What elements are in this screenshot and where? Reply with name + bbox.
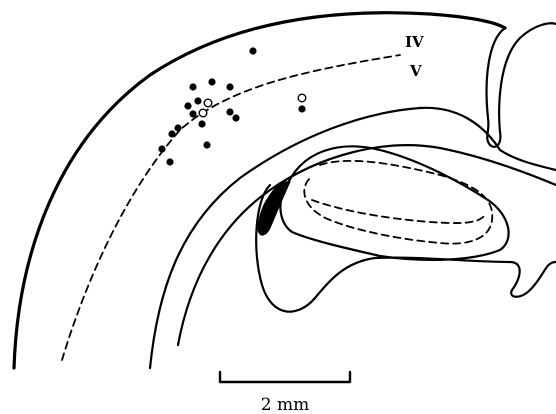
midline-fissure — [487, 23, 556, 146]
filled-cell-marker — [168, 130, 175, 137]
scale-bar-label: 2 mm — [261, 395, 309, 414]
filled-cell-marker — [226, 83, 233, 90]
filled-cell-marker — [232, 114, 239, 121]
open-cell-marker — [204, 99, 212, 107]
filled-cell-marker — [249, 47, 256, 54]
filled-cell-marker — [226, 108, 233, 115]
open-cell-marker — [199, 109, 207, 117]
filled-cell-marker — [189, 110, 196, 117]
lesion-area — [258, 182, 290, 235]
cortex-inner-boundary — [150, 108, 500, 368]
layer-boundary-dashed — [62, 55, 400, 360]
filled-cell-marker — [184, 102, 191, 109]
filled-cell-marker — [189, 83, 196, 90]
internal-capsule-dashed-inner — [312, 200, 485, 223]
filled-cell-marker — [174, 124, 181, 131]
cortex-outer-surface — [14, 13, 505, 368]
layer-iv-label: IV — [405, 33, 424, 51]
filled-cell-marker — [198, 120, 205, 127]
filled-cell-marker — [166, 158, 173, 165]
internal-capsule-dashed — [304, 161, 492, 244]
open-cell-marker — [298, 94, 306, 102]
filled-cell-marker — [208, 78, 215, 85]
layer-v-label: V — [409, 62, 422, 80]
filled-cell-marker — [203, 141, 210, 148]
filled-cell-marker — [158, 145, 165, 152]
filled-cell-marker — [194, 97, 201, 104]
striatum-inner-contour — [280, 146, 508, 260]
filled-cell-marker — [298, 105, 305, 112]
white-matter-boundary — [178, 145, 556, 345]
cell-markers — [158, 47, 305, 165]
striatum-outer-contour — [256, 185, 556, 312]
scale-bar: 2 mm — [220, 372, 350, 414]
scale-bar-line — [220, 372, 350, 382]
